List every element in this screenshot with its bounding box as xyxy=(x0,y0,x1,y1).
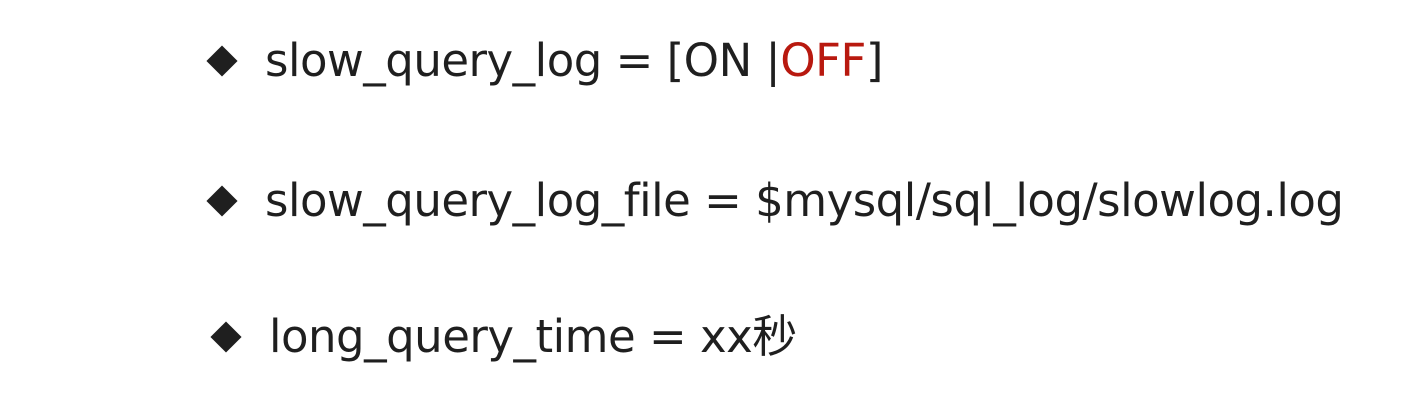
bullet-text-prefix: slow_query_log = [ON | xyxy=(265,34,781,87)
bullet-item-long-query-time: long_query_time = xx秒 xyxy=(211,314,797,359)
diamond-bullet-icon xyxy=(207,186,237,216)
bullet-text: slow_query_log_file = $mysql/sql_log/slo… xyxy=(265,174,1344,227)
bullet-text-suffix: ] xyxy=(865,34,884,87)
bullet-text: long_query_time = xx秒 xyxy=(269,310,797,363)
bullet-item-slow-query-log: slow_query_log = [ON | OFF ] xyxy=(207,38,883,83)
highlighted-option-off: OFF xyxy=(780,34,866,87)
diamond-bullet-icon xyxy=(207,46,237,76)
diamond-bullet-icon xyxy=(211,322,241,352)
bullet-item-slow-query-log-file: slow_query_log_file = $mysql/sql_log/slo… xyxy=(207,174,1344,227)
